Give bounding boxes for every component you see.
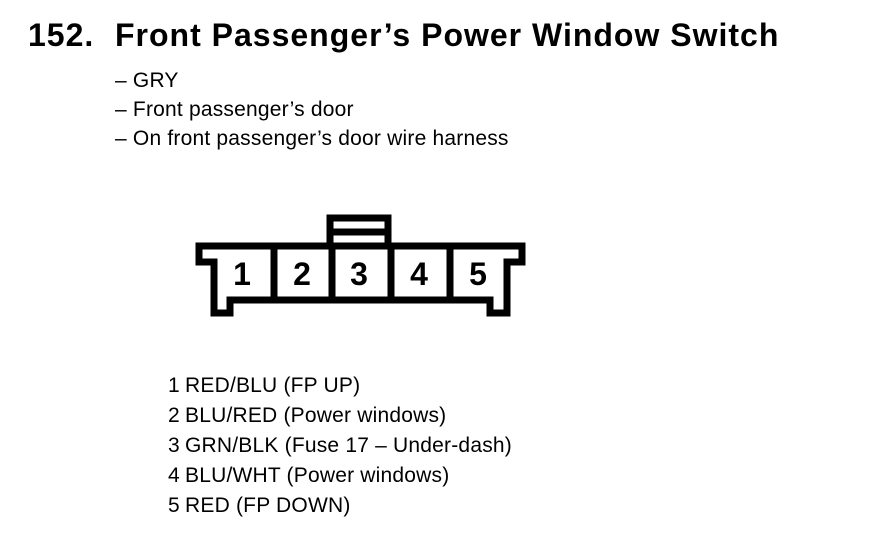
section-number: 152.: [28, 17, 95, 53]
pin-label: GRN/BLK (Fuse 17 – Under-dash): [185, 434, 512, 457]
pin-label: BLU/RED (Power windows): [185, 404, 447, 427]
pin-number: 1: [168, 374, 180, 397]
pin-list: 1 RED/BLU (FP UP) 2 BLU/RED (Power windo…: [160, 371, 512, 521]
cavity-number: 1: [233, 256, 251, 292]
pin-row: 2 BLU/RED (Power windows): [160, 401, 512, 431]
cavity-number: 3: [350, 256, 368, 292]
pin-row: 5 RED (FP DOWN): [160, 491, 512, 521]
pin-row: 1 RED/BLU (FP UP): [160, 371, 512, 401]
detail-harness: – On front passenger’s door wire harness: [115, 127, 509, 150]
pin-label: RED (FP DOWN): [185, 494, 351, 517]
pin-row: 4 BLU/WHT (Power windows): [160, 461, 512, 491]
detail-location: – Front passenger’s door: [115, 98, 354, 121]
detail-color: – GRY: [115, 69, 179, 92]
connector-outline: [195, 242, 526, 317]
pin-row: 3 GRN/BLK (Fuse 17 – Under-dash): [160, 431, 512, 461]
connector-details: – GRY – Front passenger’s door – On fron…: [115, 66, 509, 153]
pin-number: 3: [168, 434, 180, 457]
pin-number: 5: [168, 494, 180, 517]
cavity-number: 2: [293, 256, 311, 292]
pin-label: BLU/WHT (Power windows): [185, 464, 450, 487]
pin-label: RED/BLU (FP UP): [185, 374, 361, 397]
pin-number: 4: [168, 464, 180, 487]
cavity-number: 4: [410, 256, 428, 292]
page-title: Front Passenger’s Power Window Switch: [115, 17, 780, 53]
pin-number: 2: [168, 404, 180, 427]
section-header: 152. Front Passenger’s Power Window Swit…: [28, 16, 779, 54]
cavity-number: 5: [469, 256, 487, 292]
connector-diagram: 1 2 3 4 5: [195, 214, 526, 317]
